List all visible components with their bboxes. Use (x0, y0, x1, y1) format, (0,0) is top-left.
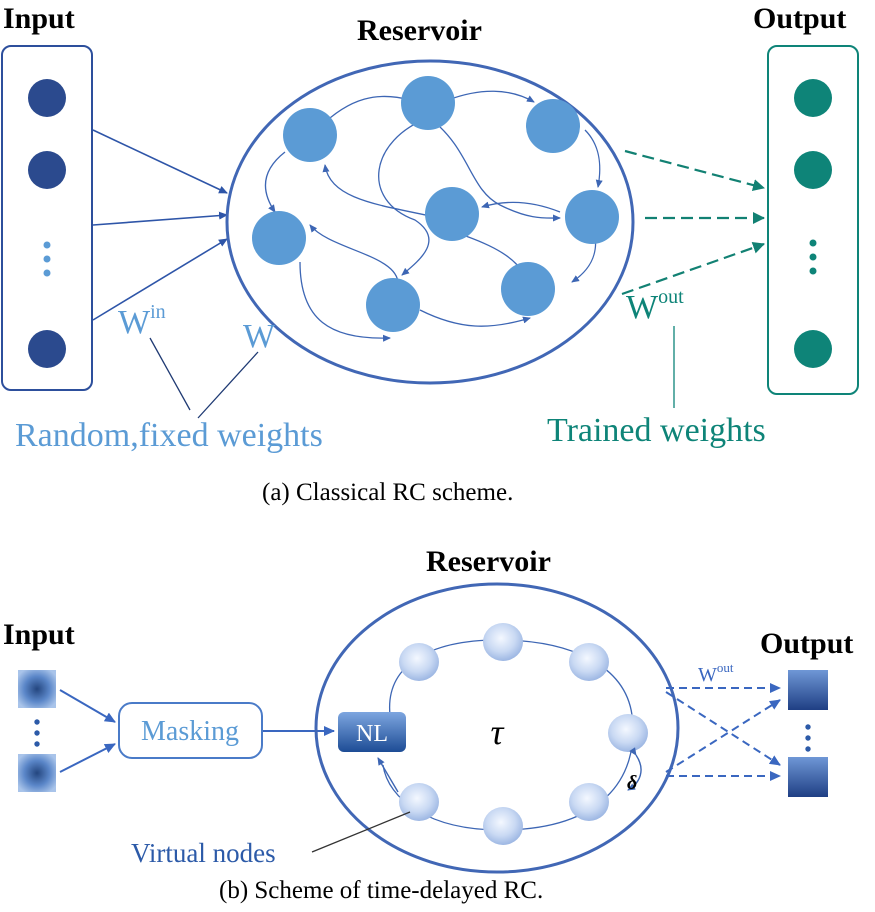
panel-b: Reservoir Input Output Masking NL (3, 545, 853, 904)
virtual-node (608, 714, 648, 752)
masking-label: Masking (141, 716, 239, 747)
input-arrow (92, 129, 228, 194)
caption-a: (a) Classical RC scheme. (262, 479, 513, 506)
output-square (788, 757, 828, 797)
nl-label: NL (356, 721, 388, 747)
reservoir-node (501, 262, 555, 316)
w-out-label-b: Wout (698, 660, 734, 686)
output-ellipsis-dot (809, 253, 817, 261)
input-ellipsis-dot (43, 269, 51, 277)
output-node (794, 79, 832, 117)
reservoir-title-b: Reservoir (426, 545, 551, 578)
output-arrow (621, 241, 765, 296)
virtual-node (399, 783, 439, 821)
reservoir-node (366, 278, 420, 332)
virtual-nodes-label: Virtual nodes (131, 838, 276, 868)
input-node (28, 151, 66, 189)
input-ellipsis-dot (34, 741, 40, 747)
output-arrows-b (665, 683, 781, 781)
input-ellipsis-dot (43, 241, 51, 249)
reservoir-ellipse (225, 59, 635, 385)
virtual-node (569, 643, 609, 681)
virtual-node (569, 783, 609, 821)
reservoir-node (283, 108, 337, 162)
output-ellipsis-dot (805, 735, 811, 741)
loop-to-nl-arrow (377, 757, 399, 793)
input-ellipsis-dot (34, 719, 40, 725)
virtual-node (399, 643, 439, 681)
caption-b: (b) Scheme of time-delayed RC. (219, 877, 543, 904)
virtual-node (483, 623, 523, 661)
w-label: W (243, 318, 276, 355)
input-node (28, 330, 66, 368)
w-in-label: Win (118, 301, 166, 341)
input-ellipsis-dot (43, 255, 51, 263)
input-square (18, 754, 56, 792)
input-arrow (92, 211, 228, 226)
output-ellipsis-dot (805, 724, 811, 730)
trained-weights-label: Trained weights (547, 412, 766, 449)
output-title: Output (753, 2, 846, 35)
input-arrow-b (59, 689, 116, 723)
input-ellipsis-dot (34, 730, 40, 736)
reservoir-node (565, 190, 619, 244)
random-fixed-weights-label: Random,fixed weights (15, 417, 323, 454)
input-arrow-b (59, 743, 116, 773)
w-out-label: Wout (626, 286, 684, 326)
output-square (788, 670, 828, 710)
masking-box (118, 702, 263, 759)
leader-line (149, 337, 191, 411)
nl-box (338, 712, 406, 752)
virtual-nodes-leader (311, 811, 411, 853)
input-node (28, 79, 66, 117)
reservoir-ellipse-b (314, 582, 680, 874)
reservoir-node (526, 99, 580, 153)
input-square (18, 670, 56, 708)
delta-arrow (627, 747, 642, 791)
leader-line (197, 351, 259, 419)
output-ellipsis-dot (805, 746, 811, 752)
input-arrow (92, 238, 228, 321)
reservoir-title: Reservoir (357, 14, 482, 47)
delta-symbol: δ (627, 772, 637, 794)
virtual-node (483, 807, 523, 845)
output-node (794, 151, 832, 189)
output-arrow (624, 149, 765, 191)
reservoir-node (252, 211, 306, 265)
reservoir-node (425, 187, 479, 241)
output-node (794, 330, 832, 368)
output-ellipsis-dot (809, 239, 817, 247)
output-box (767, 45, 859, 395)
tau-symbol: τ (491, 712, 505, 752)
input-box (1, 45, 93, 391)
input-title-b: Input (3, 618, 75, 651)
output-title-b: Output (760, 627, 853, 660)
panel-a: Input Reservoir Output (1, 2, 859, 506)
output-ellipsis-dot (809, 267, 817, 275)
reservoir-node (401, 76, 455, 130)
input-title: Input (3, 2, 75, 35)
